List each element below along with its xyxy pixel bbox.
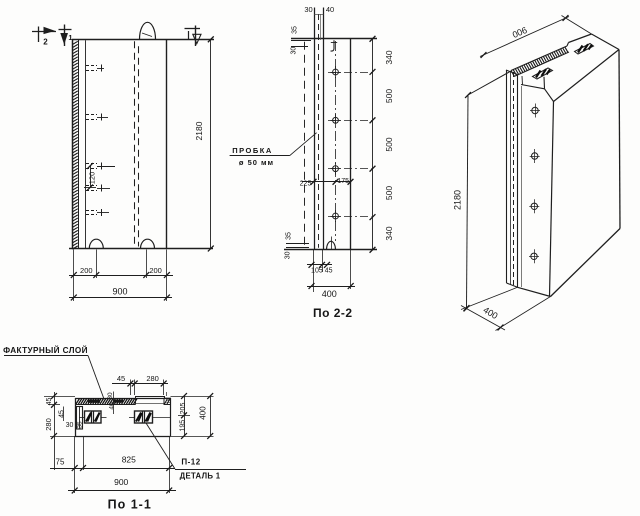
svg-text:400: 400 [199, 406, 208, 420]
svg-text:40: 40 [109, 402, 116, 410]
svg-text:500: 500 [384, 89, 394, 103]
svg-text:500: 500 [384, 186, 394, 200]
svg-text:35: 35 [77, 421, 84, 429]
svg-text:2: 2 [43, 38, 48, 47]
svg-text:2180: 2180 [194, 121, 204, 140]
svg-text:205: 205 [180, 403, 187, 415]
svg-text:30: 30 [66, 422, 74, 429]
svg-text:45: 45 [117, 374, 125, 383]
svg-text:400: 400 [322, 289, 337, 299]
svg-text:45: 45 [46, 398, 53, 406]
svg-text:ФАКТУРНЫЙ СЛОЙ: ФАКТУРНЫЙ СЛОЙ [3, 344, 88, 355]
svg-text:340: 340 [384, 226, 394, 240]
svg-text:195: 195 [180, 420, 187, 432]
svg-text:45: 45 [59, 410, 66, 418]
svg-text:40: 40 [326, 5, 334, 14]
svg-text:280: 280 [146, 374, 159, 383]
svg-text:200: 200 [80, 266, 93, 275]
svg-text:30: 30 [304, 5, 312, 14]
svg-text:30: 30 [285, 251, 292, 259]
svg-text:280: 280 [44, 418, 53, 431]
svg-text:П-12: П-12 [181, 458, 200, 467]
svg-text:2180: 2180 [453, 190, 463, 210]
svg-text:ø 50 мм: ø 50 мм [239, 158, 274, 167]
svg-text:500: 500 [384, 137, 394, 151]
svg-text:По 1-1: По 1-1 [108, 498, 152, 512]
svg-text:200: 200 [149, 266, 162, 275]
svg-text:45: 45 [325, 268, 333, 275]
svg-text:825: 825 [122, 455, 136, 465]
svg-text:30: 30 [107, 392, 114, 400]
svg-text:35: 35 [286, 232, 293, 240]
svg-text:900: 900 [112, 287, 127, 297]
svg-text:105: 105 [311, 268, 323, 275]
svg-text:900: 900 [114, 477, 128, 487]
svg-text:30: 30 [291, 47, 298, 55]
svg-text:225: 225 [300, 181, 312, 188]
svg-text:По 2-2: По 2-2 [313, 306, 353, 320]
svg-text:340: 340 [384, 50, 394, 64]
svg-text:35: 35 [292, 26, 299, 34]
svg-text:ПРОБКА: ПРОБКА [232, 146, 273, 155]
svg-text:175: 175 [337, 178, 349, 185]
svg-text:15: 15 [167, 398, 173, 404]
svg-text:ДЕТАЛЬ 1: ДЕТАЛЬ 1 [180, 472, 221, 481]
svg-text:1: 1 [68, 33, 72, 42]
svg-text:120: 120 [88, 172, 97, 185]
svg-text:75: 75 [56, 458, 65, 467]
